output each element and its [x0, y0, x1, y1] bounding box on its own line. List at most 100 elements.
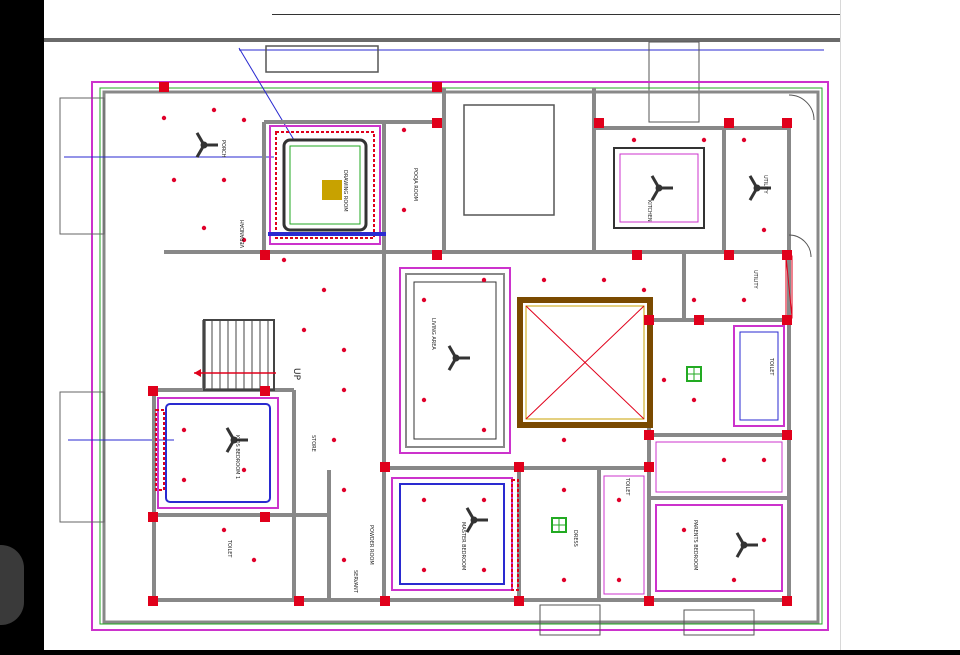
light-point: [661, 377, 667, 383]
chandelier-icon: [322, 180, 342, 200]
column-marker: [514, 462, 524, 472]
light-point: [641, 287, 647, 293]
column-marker: [594, 118, 604, 128]
light-point: [401, 127, 407, 133]
room-label-utility: UTILITY: [762, 175, 768, 195]
sheet-top-border: [44, 38, 840, 42]
room-label-verandah: VERANDAH: [240, 220, 246, 248]
light-point: [221, 177, 227, 183]
ceiling-fan-icon: [195, 132, 218, 158]
column-marker: [724, 250, 734, 260]
ceiling-fan-icon: [447, 345, 470, 371]
light-point: [341, 487, 347, 493]
column-marker: [159, 82, 169, 92]
light-point: [616, 497, 622, 503]
column-marker: [432, 118, 442, 128]
drawing-sheet: PORCH DRAWING ROOM POOJA ROOM VERANDAH K…: [44, 0, 840, 650]
document-toolbar: [272, 0, 840, 15]
room-label-pooja: POOJA ROOM: [412, 168, 418, 201]
light-point: [691, 397, 697, 403]
door-arc: [788, 234, 812, 258]
light-point: [161, 115, 167, 121]
ceiling-fans: [195, 132, 771, 558]
light-point: [421, 567, 427, 573]
column-marker: [380, 462, 390, 472]
column-marker: [148, 386, 158, 396]
setback-line: [99, 87, 823, 625]
structural-columns: [148, 82, 792, 606]
light-point: [761, 227, 767, 233]
gate-outline: [265, 45, 379, 73]
staircase: [203, 319, 275, 391]
room-label-parents: PARENTS BEDROOM: [692, 520, 698, 570]
light-point: [171, 177, 177, 183]
door-arc: [788, 94, 815, 121]
light-point: [181, 477, 187, 483]
light-point: [541, 277, 547, 283]
column-marker: [514, 596, 524, 606]
light-point: [691, 297, 697, 303]
ceiling-fan-icon: [735, 532, 758, 558]
ceiling-fan-icon: [225, 427, 248, 453]
column-marker: [644, 315, 654, 325]
column-marker: [432, 82, 442, 92]
light-point: [401, 207, 407, 213]
light-point: [481, 277, 487, 283]
light-point: [421, 497, 427, 503]
light-point: [681, 527, 687, 533]
light-point: [421, 397, 427, 403]
light-point: [631, 137, 637, 143]
room-label-master: MASTER BEDROOM: [460, 522, 466, 570]
column-marker: [632, 250, 642, 260]
room-label-toilet-1: TOILET: [226, 539, 232, 558]
column-marker: [148, 596, 158, 606]
stair-up-label: UP: [291, 368, 301, 381]
light-point: [181, 427, 187, 433]
column-marker: [644, 430, 654, 440]
light-point: [761, 537, 767, 543]
room-label-kids: KIDS BEDROOM 1: [234, 435, 240, 479]
room-label-dress: DRESS: [572, 530, 578, 547]
light-point: [341, 557, 347, 563]
light-point: [341, 387, 347, 393]
viewer-right-margin: [840, 0, 960, 655]
light-point: [241, 467, 247, 473]
floor-plan-drawing: PORCH DRAWING ROOM POOJA ROOM VERANDAH K…: [44, 38, 840, 636]
leader-line-3: [238, 47, 295, 141]
plot-boundary: [91, 81, 829, 631]
room-label-store: STORE: [310, 435, 316, 452]
light-point: [301, 327, 307, 333]
column-marker: [294, 596, 304, 606]
column-marker: [694, 315, 704, 325]
column-marker: [782, 250, 792, 260]
light-point: [241, 117, 247, 123]
light-point: [761, 457, 767, 463]
column-marker: [782, 596, 792, 606]
column-marker: [380, 596, 390, 606]
light-point: [281, 257, 287, 263]
light-point: [561, 577, 567, 583]
interior-walls: [152, 88, 791, 602]
column-marker: [260, 386, 270, 396]
light-point: [701, 137, 707, 143]
light-point: [201, 225, 207, 231]
room-label-toilet-2: TOILET: [768, 357, 774, 376]
column-marker: [260, 512, 270, 522]
light-point: [741, 297, 747, 303]
previous-page-button[interactable]: [0, 545, 24, 625]
room-label-living: LIVING AREA: [430, 318, 436, 350]
light-point: [221, 527, 227, 533]
light-point: [481, 497, 487, 503]
light-point: [561, 437, 567, 443]
light-point: [481, 567, 487, 573]
light-point: [721, 457, 727, 463]
room-label-utility-2: UTILITY: [752, 270, 758, 290]
light-point: [616, 577, 622, 583]
column-marker: [644, 462, 654, 472]
ceiling-lights: [161, 107, 767, 583]
left-shaft-1: [59, 97, 105, 235]
ceiling-fan-icon: [650, 175, 673, 201]
column-marker: [724, 118, 734, 128]
light-point: [731, 577, 737, 583]
left-shaft-2: [59, 391, 105, 523]
